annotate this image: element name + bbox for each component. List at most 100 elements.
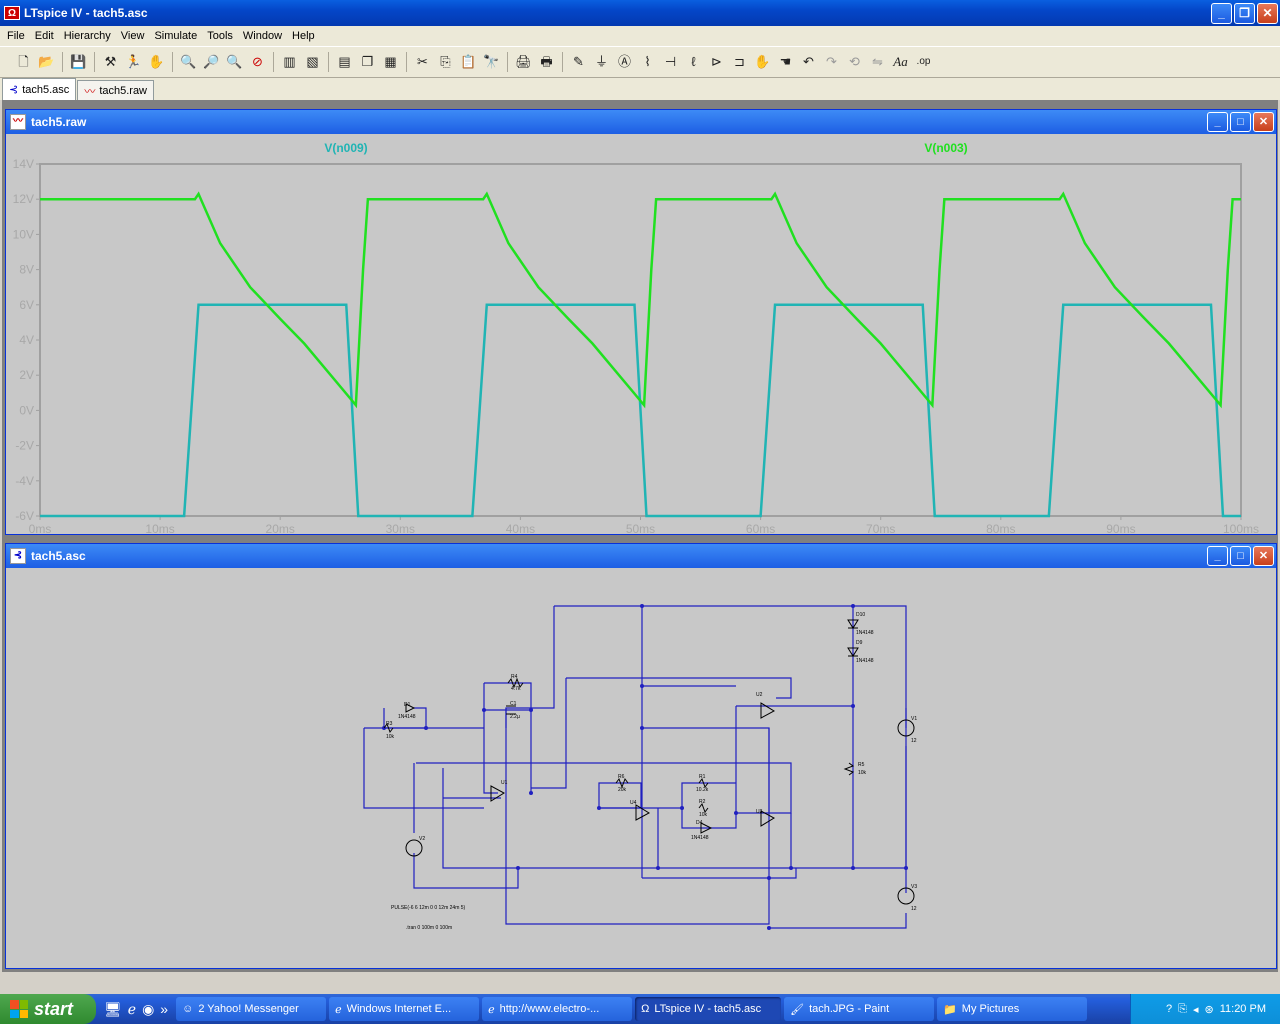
redo-icon[interactable]: ↷	[826, 54, 837, 69]
x-tick-label: 0ms	[29, 522, 52, 534]
menu-help[interactable]: Help	[292, 30, 315, 42]
task-ltspice[interactable]: Ω LTspice IV - tach5.asc	[635, 997, 782, 1021]
run-icon[interactable]: 🏃	[125, 54, 142, 69]
media-icon[interactable]: ◉	[142, 1000, 155, 1017]
task-paint[interactable]: 🖌 tach.JPG - Paint	[784, 997, 935, 1021]
schematic-canvas[interactable]: D10 1N4148 D9 1N4148 R4 4.7k C1 2.2µ D1 …	[6, 568, 1276, 968]
rotate-icon[interactable]: ⟲	[849, 54, 860, 69]
ie-icon[interactable]: ℯ	[127, 1000, 137, 1017]
d10-label: D10	[856, 612, 865, 618]
task-label: LTspice IV - tach5.asc	[654, 1003, 762, 1015]
d1-label: D1	[404, 702, 411, 708]
halt-icon[interactable]: ✋	[148, 54, 165, 69]
minimize-button[interactable]: _	[1207, 112, 1228, 132]
menu-view[interactable]: View	[120, 30, 145, 42]
ie-icon: ℯ	[335, 1003, 342, 1016]
drag-icon[interactable]: ☚	[779, 54, 792, 69]
close-button[interactable]: ✕	[1253, 546, 1274, 566]
volume-icon[interactable]: ◂	[1192, 1003, 1199, 1016]
show-desktop-icon[interactable]: 🖥	[104, 1000, 122, 1017]
print-setup-icon[interactable]: 🖨	[515, 54, 532, 69]
close-button[interactable]: ✕	[1257, 3, 1278, 24]
start-button[interactable]: start	[0, 994, 96, 1024]
save-icon[interactable]: 💾	[70, 54, 87, 69]
d1-value: 1N4148	[398, 714, 416, 720]
zoom-cancel-icon[interactable]: ⊘	[252, 54, 263, 69]
series-line-vn009	[40, 303, 1241, 518]
autorange-icon[interactable]: ▥	[283, 54, 296, 69]
cascade-icon[interactable]: ❐	[361, 54, 374, 69]
task-electro-browser[interactable]: ℯ http://www.electro-...	[482, 997, 633, 1021]
schematic-window-title-bar[interactable]: ⊰ tach5.asc _ □ ✕	[6, 544, 1276, 568]
diode-icon[interactable]: ⊳	[711, 54, 722, 69]
tab-tach5-asc[interactable]: ⊰ tach5.asc	[2, 78, 77, 100]
text-icon[interactable]: Aa	[893, 54, 908, 69]
find-icon[interactable]: 🔭	[483, 54, 500, 69]
menu-edit[interactable]: Edit	[34, 30, 54, 42]
menu-simulate[interactable]: Simulate	[154, 30, 198, 42]
task-internet-explorer[interactable]: ℯ Windows Internet E...	[329, 997, 480, 1021]
zoom-in-icon[interactable]: 🔍	[180, 54, 197, 69]
open-icon[interactable]: 📂	[38, 54, 55, 69]
help-icon[interactable]: ?	[1166, 1003, 1173, 1015]
new-schematic-icon[interactable]: 🗋	[18, 54, 29, 69]
resistor-icon[interactable]: ⌇	[644, 54, 651, 69]
inductor-icon[interactable]: ℓ	[691, 54, 696, 69]
v1-label: V1	[911, 716, 917, 722]
fit-icon[interactable]: ▧	[306, 54, 319, 69]
app-title-bar[interactable]: Ω LTspice IV - tach5.asc _ ❐ ✕	[0, 0, 1280, 26]
legend-label: V(n009)	[324, 141, 367, 155]
y-tick-label: 8V	[19, 263, 34, 277]
close-button[interactable]: ✕	[1253, 112, 1274, 132]
print-icon[interactable]: 🖶	[540, 54, 553, 69]
component-icon[interactable]: ⊐	[734, 54, 745, 69]
x-tick-label: 80ms	[986, 522, 1015, 534]
label-icon[interactable]: Ⓐ	[617, 54, 631, 69]
schematic-components	[383, 619, 915, 905]
v1-value: 12	[911, 738, 917, 744]
task-my-pictures[interactable]: 📁 My Pictures	[937, 997, 1088, 1021]
menu-hierarchy[interactable]: Hierarchy	[63, 30, 111, 42]
yahoo-icon: ☺	[182, 1003, 194, 1015]
zoom-out-icon[interactable]: 🔍	[226, 54, 243, 69]
security-icon[interactable]: ⊛	[1204, 1003, 1214, 1016]
menu-file[interactable]: File	[7, 30, 25, 42]
tab-tach5-raw[interactable]: 〰 tach5.raw	[77, 80, 155, 100]
cut-icon[interactable]: ✂	[417, 54, 428, 69]
u3-label: U3	[756, 809, 763, 815]
schematic-junctions	[382, 604, 908, 930]
menu-tools[interactable]: Tools	[207, 30, 233, 42]
minimize-button[interactable]: _	[1207, 546, 1228, 566]
system-tray: ? ⎘ ◂ ⊛ 11:20 PM	[1130, 994, 1280, 1024]
d4-value: 1N4148	[691, 835, 709, 841]
plot-window-title-bar[interactable]: 〰 tach5.raw _ □ ✕	[6, 110, 1276, 134]
menu-bar: File Edit Hierarchy View Simulate Tools …	[0, 26, 1280, 46]
tile-horizontal-icon[interactable]: ▤	[338, 54, 351, 69]
minimize-button[interactable]: _	[1211, 3, 1232, 24]
maximize-button[interactable]: ❐	[1234, 3, 1255, 24]
menu-window[interactable]: Window	[242, 30, 283, 42]
undo-icon[interactable]: ↶	[803, 54, 814, 69]
network-icon[interactable]: ⎘	[1178, 1002, 1187, 1015]
task-yahoo-messenger[interactable]: ☺ 2 Yahoo! Messenger	[176, 997, 327, 1021]
capacitor-icon[interactable]: ⊣	[664, 54, 677, 69]
ground-icon[interactable]: ⏚	[594, 54, 608, 69]
paste-icon[interactable]: 📋	[460, 54, 477, 69]
wire-icon[interactable]: ✎	[573, 54, 584, 69]
x-tick-label: 20ms	[266, 522, 295, 534]
maximize-button[interactable]: □	[1230, 546, 1251, 566]
r5-label: R5	[858, 762, 865, 768]
mirror-icon[interactable]: ⇋	[872, 54, 883, 69]
control-panel-icon[interactable]: ⚒	[104, 54, 117, 69]
tile-vertical-icon[interactable]: ▦	[384, 54, 397, 69]
spice-directive-icon[interactable]: .op	[916, 56, 931, 67]
chevron-right-icon[interactable]: »	[160, 1000, 169, 1017]
u1-label: U1	[501, 780, 508, 786]
maximize-button[interactable]: □	[1230, 112, 1251, 132]
ltspice-icon: Ω	[641, 1003, 650, 1015]
copy-icon[interactable]: ⎘	[440, 54, 451, 69]
move-icon[interactable]: ✋	[754, 54, 771, 69]
zoom-pan-icon[interactable]: 🔎	[203, 54, 220, 69]
